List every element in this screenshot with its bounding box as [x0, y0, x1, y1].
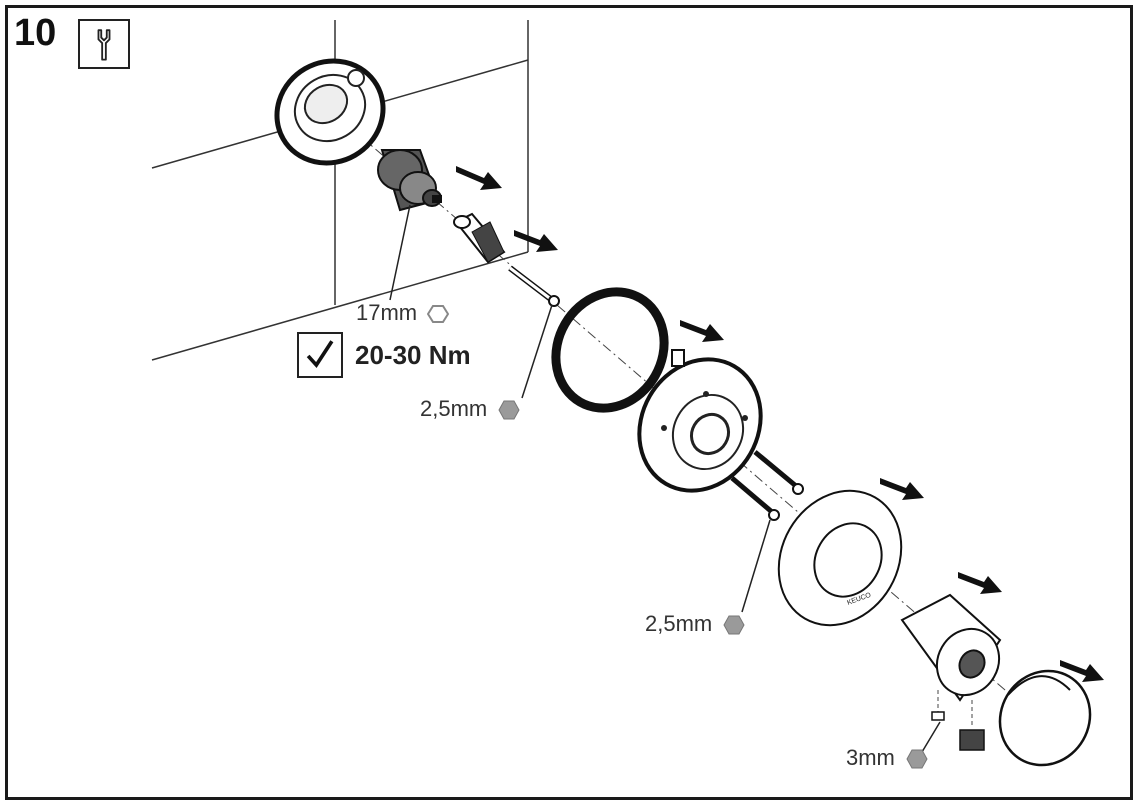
spindle-extension: [453, 212, 506, 264]
set-screw: [931, 711, 945, 721]
hex-key-label-3: 3mm: [846, 747, 929, 770]
torque-spec: 20-30 Nm: [297, 330, 471, 380]
hex-key-text-2: 2,5mm: [645, 611, 713, 636]
checkmark-icon: [297, 332, 343, 378]
hex-key-icon: [498, 400, 520, 420]
thermostat-handle: [900, 593, 1002, 702]
wrench-size-text: 17mm: [356, 300, 418, 325]
torque-value: 20-30 Nm: [355, 339, 471, 370]
large-o-ring: [551, 287, 669, 413]
hex-key-label-1: 2,5mm: [420, 398, 521, 421]
screw-pin: [508, 265, 560, 307]
leader-hex-1: [521, 304, 553, 399]
hex-key-icon: [723, 615, 745, 635]
hex-nut-outline-icon: [427, 305, 450, 324]
mounting-plate: [637, 349, 763, 493]
wrench-size-label: 17mm: [356, 300, 450, 325]
end-cap: [998, 669, 1092, 767]
leader-17mm: [389, 204, 411, 301]
leader-hex-3: [921, 721, 941, 753]
leader-hex-2: [741, 519, 771, 613]
direction-arrows: [456, 166, 1104, 682]
step-number: 10: [14, 12, 57, 54]
hex-key-text-3: 3mm: [846, 745, 895, 770]
thermostat-cartridge: [377, 149, 442, 212]
figure-frame: [5, 5, 1133, 800]
cover-rosette: [777, 489, 903, 627]
hex-key-icon: [906, 749, 928, 769]
adapter-piece: [959, 729, 985, 751]
plate-screws: [730, 450, 798, 514]
hex-key-label-2: 2,5mm: [645, 613, 746, 636]
hex-key-text-1: 2,5mm: [420, 396, 488, 421]
wrench-icon: [78, 19, 130, 69]
wall-fitting: [274, 58, 386, 166]
